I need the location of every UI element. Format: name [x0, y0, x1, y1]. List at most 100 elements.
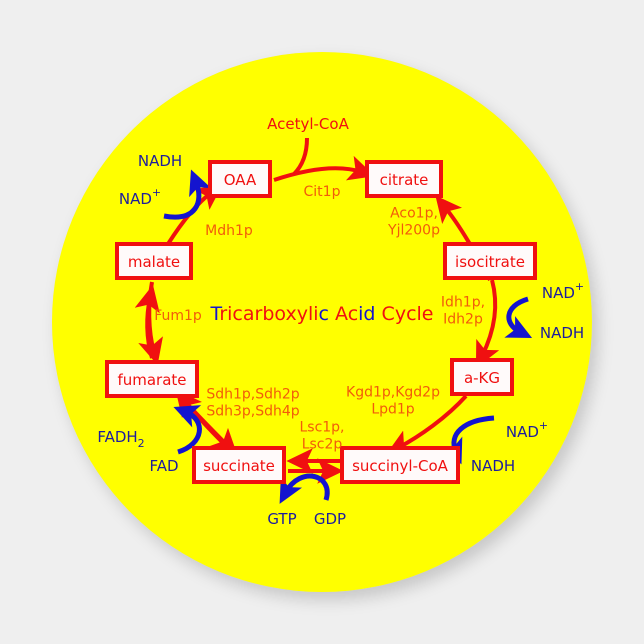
enzyme-label-fum1p: Fum1p: [154, 308, 202, 324]
metabolite-label: succinyl-CoA: [352, 457, 449, 475]
arrow-isocitrate-to-akg: [475, 279, 500, 369]
metabolite-box: [115, 242, 193, 280]
enzyme-label-sdh: Sdh3p,Sdh4p: [206, 404, 299, 420]
arrow-fad-to-fadh2: [173, 405, 202, 455]
metabolite-boxes-group: OAA citrate isocitrate a-KG succinyl-CoA succ…: [105, 160, 537, 484]
cycle-title-char: i: [313, 303, 318, 325]
cycle-title-char: c: [232, 303, 242, 325]
enzyme-label-mdh1p: Mdh1p: [205, 223, 253, 239]
cofactor-label-nadh_idh: NADH: [540, 324, 584, 342]
arrow-akg-to-succinylcoa: [386, 394, 468, 455]
enzyme-label-sdh: Sdh1p,Sdh2p: [206, 387, 299, 403]
cofactor-label-nad_kgd: NAD+: [506, 419, 548, 441]
cycle-title-char: y: [395, 303, 406, 325]
metabolite-label: OAA: [224, 171, 257, 189]
cofactor-superscript: +: [539, 419, 548, 432]
cofactor-text: FADH: [97, 428, 137, 446]
cofactor-label-gtp: GTP: [267, 510, 296, 528]
metabolite-oaa[interactable]: OAA: [208, 160, 272, 198]
cofactor-label-fadh2: FADH2: [97, 428, 144, 450]
enzyme-label-kgd: Lpd1p: [371, 402, 414, 418]
cofactor-text: GDP: [314, 510, 346, 528]
cofactor-superscript: +: [152, 186, 161, 199]
cycle-title-char: T: [210, 303, 223, 325]
cycle-title-char: C: [382, 303, 395, 325]
cofactor-text: NADH: [540, 324, 584, 342]
cycle-title-char: d: [363, 303, 375, 325]
arrow-fumarate-to-succinate: [178, 394, 238, 456]
cycle-title-char: l: [417, 303, 422, 325]
cofactor-text: FAD: [149, 457, 178, 475]
cofactor-text: NAD: [506, 423, 539, 441]
cycle-title-char: y: [297, 303, 308, 325]
metabolite-label: fumarate: [117, 371, 186, 389]
cofactor-superscript: +: [575, 280, 584, 293]
arrow-oaa-to-citrate: [273, 155, 375, 182]
substrate-label-acetyl_coa: Acetyl-CoA: [267, 115, 349, 133]
metabolite-box: [208, 160, 272, 198]
cofactor-label-gdp: GDP: [314, 510, 346, 528]
metabolite-label: a-KG: [464, 369, 500, 387]
metabolite-box: [443, 242, 537, 280]
metabolite-box: [192, 446, 286, 484]
enzyme-label-aco: Aco1p,: [390, 206, 438, 222]
enzyme-label-idh: Idh2p: [443, 312, 483, 328]
metabolite-label: malate: [128, 253, 180, 271]
cycle-title-char: A: [335, 303, 348, 325]
metabolite-fumarate[interactable]: fumarate: [105, 360, 199, 398]
cofactor-text: NADH: [471, 457, 515, 475]
cofactor-label-nad_mdh: NAD+: [119, 186, 161, 208]
cofactor-label-fad: FAD: [149, 457, 178, 475]
enzyme-label-cit1p: Cit1p: [304, 184, 341, 200]
cofactor-text: GTP: [267, 510, 296, 528]
cycle-title-char: b: [262, 303, 274, 325]
cycle-title-char: x: [285, 303, 296, 325]
cofactor-label-nad_idh: NAD+: [542, 280, 584, 302]
metabolite-box: [365, 160, 443, 198]
cycle-title-char: o: [274, 303, 285, 325]
cycle-title-char: a: [243, 303, 255, 325]
cycle-title-char: r: [219, 303, 227, 325]
arrow-gdp-to-gtp: [279, 473, 330, 504]
cycle-title-char: c: [348, 303, 358, 325]
enzyme-label-lsc: Lsc1p,: [299, 420, 344, 436]
cycle-title-char: c: [319, 303, 329, 325]
metabolite-citrate[interactable]: citrate: [365, 160, 443, 198]
metabolite-box: [340, 446, 460, 484]
cofactor-arrows-group: [163, 169, 533, 504]
substrate-labels-group: Acetyl-CoA: [267, 115, 349, 133]
cofactor-label-nadh_kgd: NADH: [471, 457, 515, 475]
metabolite-label: citrate: [380, 171, 429, 189]
cycle-title-char: l: [308, 303, 313, 325]
cycle-title-char: r: [255, 303, 263, 325]
metabolite-succinyl_coa[interactable]: succinyl-CoA: [340, 446, 460, 484]
cofactor-label-nadh_mdh: NADH: [138, 152, 182, 170]
cycle-title-char: i: [358, 303, 363, 325]
enzyme-label-kgd: Kgd1p,Kgd2p: [346, 385, 440, 401]
arrow-nad-to-nadh-idh: [504, 296, 533, 339]
enzyme-label-idh: Idh1p,: [441, 295, 485, 311]
cycle-title-char: i: [227, 303, 232, 325]
cofactor-subscript: 2: [138, 437, 145, 450]
metabolite-isocitrate[interactable]: isocitrate: [443, 242, 537, 280]
metabolite-label: succinate: [203, 457, 275, 475]
arrow-acetylcoa-input: [292, 137, 309, 176]
cycle-title-char: c: [406, 303, 416, 325]
metabolite-malate[interactable]: malate: [115, 242, 193, 280]
enzyme-label-lsc: Lsc2p: [302, 437, 343, 453]
arrow-nad-to-nadh-mdh: [163, 169, 212, 220]
cycle-title: Tricarboxylic Acid Cycle: [210, 303, 434, 325]
cycle-title-char: e: [422, 303, 434, 325]
enzyme-labels-group: Cit1pAco1p,Yjl200pIdh1p,Idh2pKgd1p,Kgd2p…: [154, 184, 485, 453]
metabolite-akg[interactable]: a-KG: [450, 358, 514, 396]
cofactor-text: NADH: [138, 152, 182, 170]
cofactor-text: NAD: [119, 190, 152, 208]
cycle-title-text: Tricarboxylic Acid Cycle: [210, 303, 434, 325]
metabolite-label: isocitrate: [455, 253, 525, 271]
arrow-malate-to-fumarate: [138, 281, 163, 366]
cofactor-text: NAD: [542, 284, 575, 302]
metabolite-succinate[interactable]: succinate: [192, 446, 286, 484]
